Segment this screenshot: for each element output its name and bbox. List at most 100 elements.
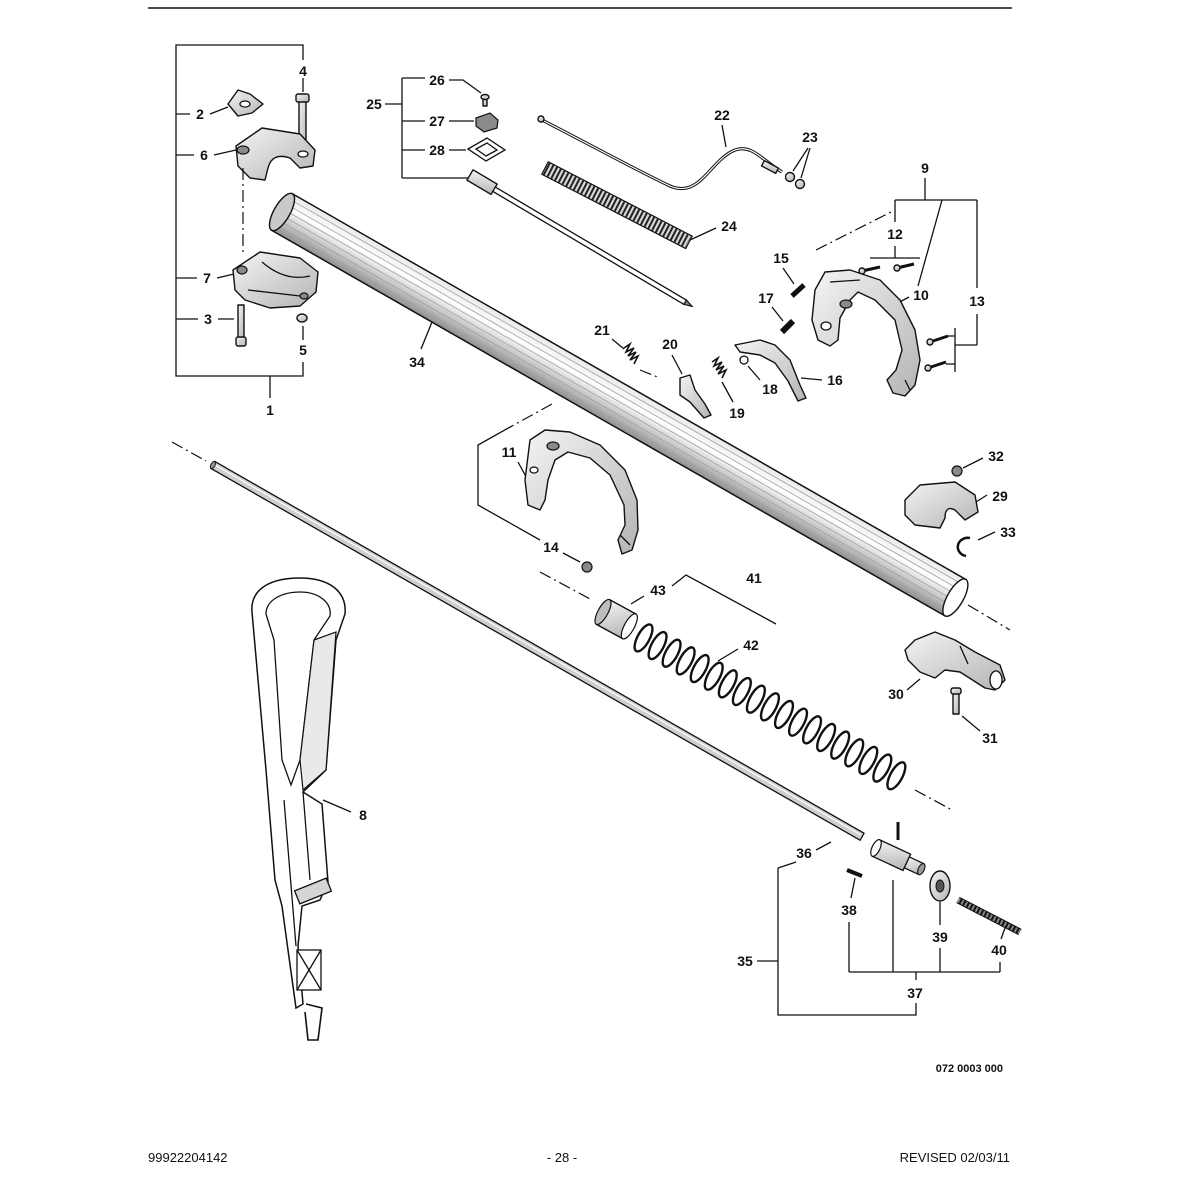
callout-40: 40 xyxy=(991,942,1007,958)
part-13-screws xyxy=(924,334,949,372)
tube-rib xyxy=(288,212,952,593)
part-16-lever xyxy=(734,339,807,402)
callout-9: 9 xyxy=(921,160,929,176)
part-31-bolt xyxy=(950,687,962,715)
part-6-upper-clamp xyxy=(235,127,316,181)
callout-2: 2 xyxy=(196,106,204,122)
spring-coil xyxy=(661,638,682,668)
tube-rib xyxy=(285,217,949,598)
callout-23: 23 xyxy=(802,129,818,145)
leader-18 xyxy=(747,365,761,381)
part-22-throttle-cable xyxy=(537,115,783,191)
leader-34 xyxy=(420,321,433,350)
callout-30: 30 xyxy=(888,686,904,702)
leader-22 xyxy=(721,124,727,148)
callout-20: 20 xyxy=(662,336,678,352)
part-14-nut xyxy=(581,561,593,573)
callout-32: 32 xyxy=(988,448,1004,464)
spring-coil xyxy=(830,730,851,760)
spring-coil xyxy=(787,707,809,737)
leader-29 xyxy=(975,494,988,503)
spring-coil xyxy=(844,738,865,768)
bracket-25 xyxy=(385,77,482,179)
part-36-drive-shaft xyxy=(209,460,865,842)
callout-14: 14 xyxy=(543,539,559,555)
callout-27: 27 xyxy=(429,113,445,129)
bracket-35 xyxy=(757,841,917,1016)
callout-28: 28 xyxy=(429,142,445,158)
part-21-spring xyxy=(623,341,661,379)
callout-16: 16 xyxy=(827,372,843,388)
spring-coil xyxy=(816,722,837,753)
part-39-bearing xyxy=(929,870,951,902)
callout-39: 39 xyxy=(932,929,948,945)
part-32-nut xyxy=(951,465,963,477)
callout-35: 35 xyxy=(737,953,753,969)
part-2-knob xyxy=(227,89,264,117)
part-7-lower-clamp xyxy=(232,251,319,309)
callout-34: 34 xyxy=(409,354,425,370)
part-28-plate xyxy=(466,137,507,162)
callout-24: 24 xyxy=(721,218,737,234)
callout-41: 41 xyxy=(746,570,762,586)
leader-15 xyxy=(782,267,795,285)
callout-19: 19 xyxy=(729,405,745,421)
callout-22: 22 xyxy=(714,107,730,123)
footer-page-number: - 28 - xyxy=(547,1150,577,1165)
leader-20 xyxy=(671,354,683,375)
spring-coil xyxy=(633,623,654,653)
part-33-clip xyxy=(956,536,971,558)
part-19-spring xyxy=(711,355,728,379)
spring-coil xyxy=(717,669,738,699)
callout-26: 26 xyxy=(429,72,445,88)
dash-dot-axis xyxy=(914,789,953,811)
callouts: 1 2 3 4 5 6 7 8 9 10 11 12 13 14 15 16 1… xyxy=(196,63,1016,1001)
leader-33 xyxy=(977,531,996,541)
callout-43: 43 xyxy=(650,582,666,598)
part-24-hose xyxy=(540,160,693,250)
callout-7: 7 xyxy=(203,270,211,286)
leader-30 xyxy=(906,678,921,691)
part-12-screws xyxy=(858,262,915,275)
callout-42: 42 xyxy=(743,637,759,653)
callout-38: 38 xyxy=(841,902,857,918)
spring-coil xyxy=(647,630,668,661)
part-5-nut xyxy=(296,313,308,323)
bracket-1 xyxy=(175,44,304,398)
dash-dot-axis xyxy=(171,441,207,462)
part-27-nut xyxy=(475,112,499,133)
callout-3: 3 xyxy=(204,311,212,327)
part-11-lower-handle xyxy=(524,429,639,555)
part-43-bushing xyxy=(594,598,638,640)
spring-coil xyxy=(689,653,710,684)
leader-23 xyxy=(792,147,811,179)
callout-21: 21 xyxy=(594,322,610,338)
tube-rib xyxy=(282,222,946,603)
leader-31 xyxy=(961,715,981,732)
part-30-adapter xyxy=(904,631,1006,691)
spring-coil xyxy=(731,676,752,707)
callout-37: 37 xyxy=(907,985,923,1001)
callout-17: 17 xyxy=(758,290,774,306)
spring-coil xyxy=(858,745,879,776)
tube-rib xyxy=(294,201,958,583)
part-8-harness-strap xyxy=(251,577,346,1041)
spring-coil xyxy=(801,715,823,745)
footer-part-number: 99922204142 xyxy=(148,1150,228,1165)
spring-coil xyxy=(759,692,781,722)
part-17-pin xyxy=(779,318,796,335)
callout-5: 5 xyxy=(299,342,307,358)
part-40-rod xyxy=(956,896,1022,936)
shaft-end-sleeve xyxy=(870,838,926,876)
tie-strap xyxy=(466,169,694,308)
part-38-pin xyxy=(846,868,863,878)
leader-24 xyxy=(689,227,717,241)
bracket-37 xyxy=(848,877,1006,980)
callout-11: 11 xyxy=(502,444,517,460)
leader-16 xyxy=(800,377,823,381)
spring-coil xyxy=(675,646,696,676)
part-29-clamp xyxy=(904,481,979,529)
callout-1: 1 xyxy=(266,402,274,418)
part-3-bolt xyxy=(235,304,247,347)
